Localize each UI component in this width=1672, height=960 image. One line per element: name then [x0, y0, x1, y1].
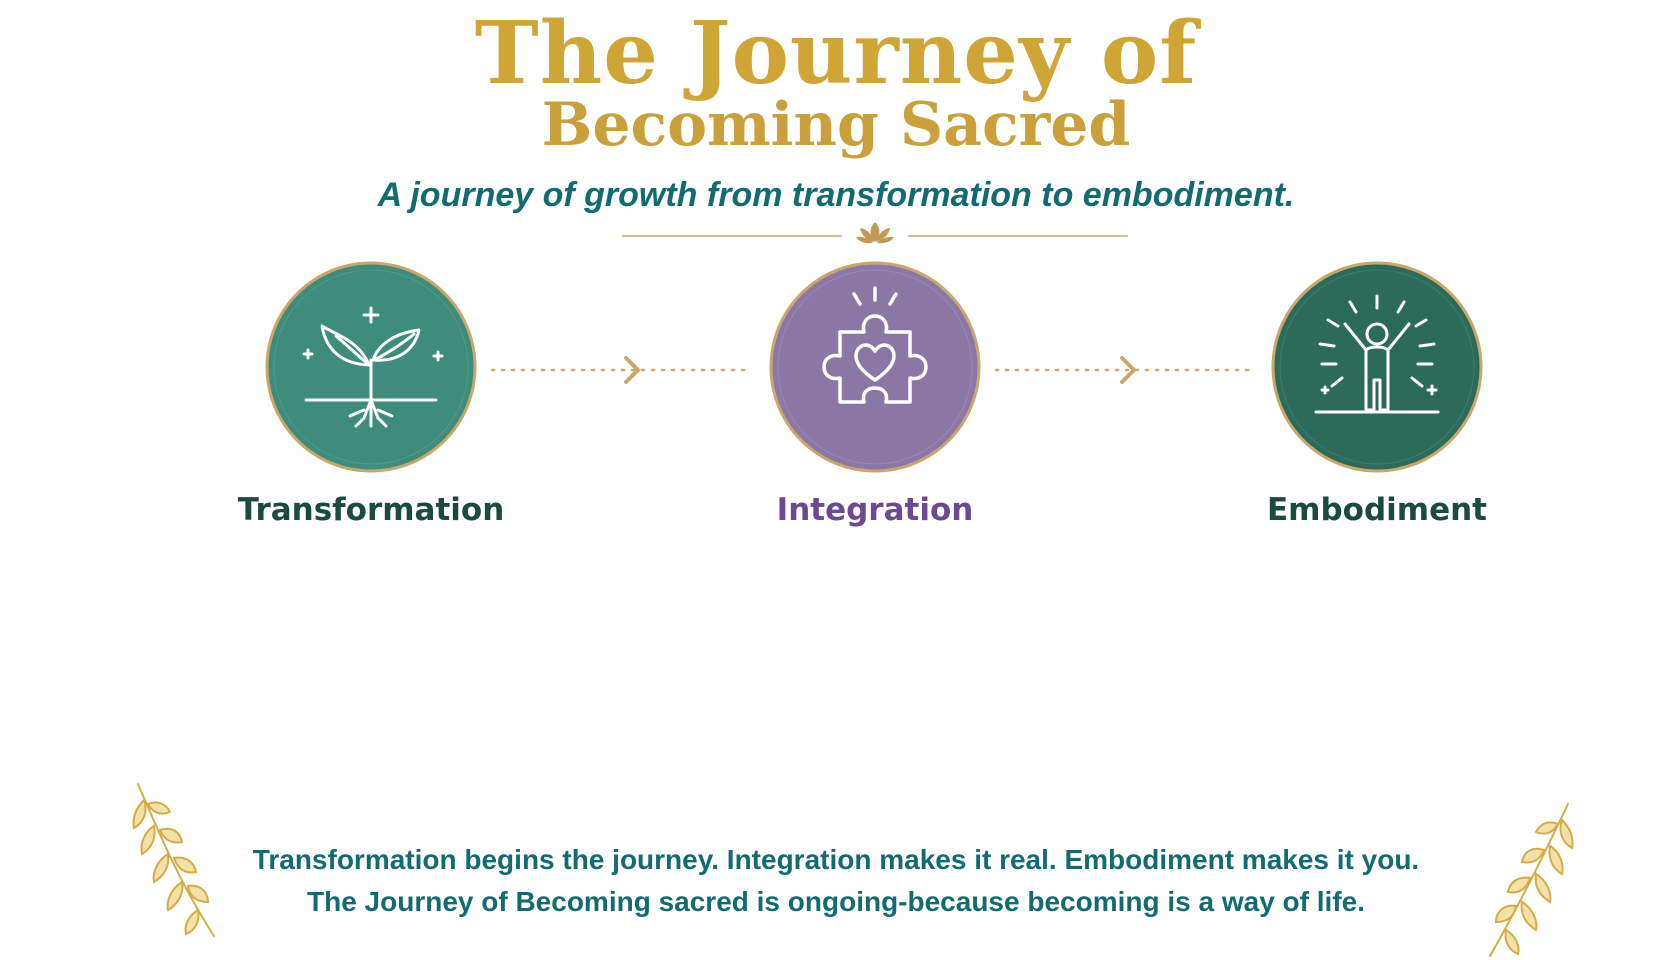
footer-line-1: Transformation begins the journey. Integ… [252, 844, 1420, 875]
puzzle-heart-icon [822, 286, 928, 404]
step-circle [769, 261, 981, 473]
person-radiant-icon [1314, 294, 1440, 414]
arrow-connector-2 [994, 356, 1252, 384]
step-circle [1271, 261, 1483, 473]
subtitle: A journey of growth from transformation … [377, 176, 1295, 214]
lotus-divider [622, 222, 1128, 244]
step-label-integration: Integration [776, 492, 974, 528]
step-integration [768, 260, 982, 474]
arrow-connector-1 [490, 356, 748, 384]
laurel-left-icon [132, 783, 215, 937]
footer-line-2: The Journey of Becoming sacred is ongoin… [306, 886, 1365, 917]
step-label-embodiment: Embodiment [1267, 492, 1487, 528]
chevron-right-icon [1120, 356, 1136, 384]
step-embodiment [1270, 260, 1484, 474]
title-line-1: The Journey of [474, 3, 1198, 104]
step-label-transformation: Transformation [237, 492, 505, 528]
title-line-2: Becoming Sacred [541, 90, 1131, 160]
step-transformation [264, 260, 478, 474]
lotus-icon [856, 222, 894, 244]
sprout-icon [302, 306, 444, 428]
laurel-right-icon [1489, 803, 1574, 957]
chevron-right-icon [624, 356, 640, 384]
